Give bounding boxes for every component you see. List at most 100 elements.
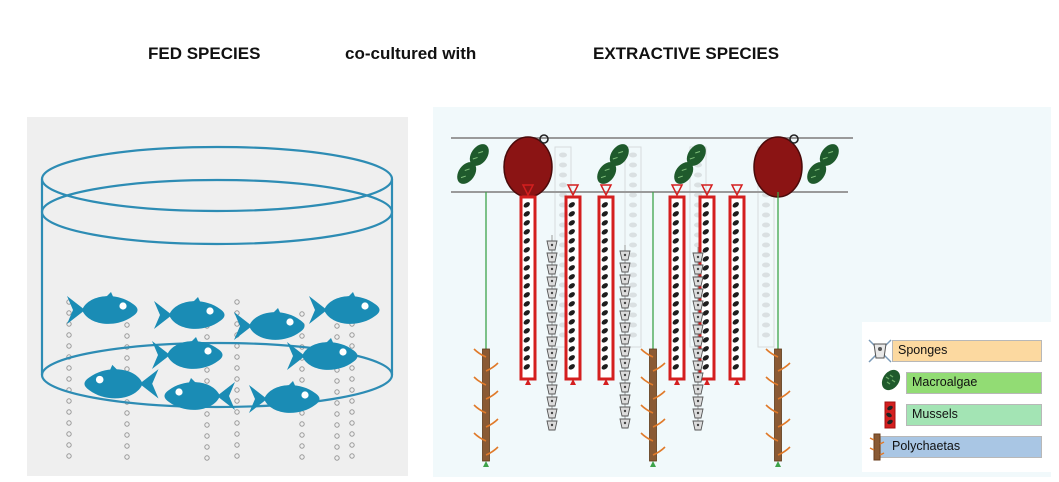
fish-fin	[270, 308, 282, 317]
macroalgae-icon	[674, 144, 706, 184]
dropper-item	[629, 172, 637, 178]
dropper-item	[762, 222, 770, 228]
mussel-shell	[672, 229, 679, 235]
algae-blade	[674, 162, 694, 184]
air-bubble	[124, 322, 130, 328]
air-bubble	[234, 343, 240, 349]
legend-item-mussels: Mussels	[862, 400, 1052, 430]
longline-illustration	[451, 134, 853, 467]
mussel-shell	[523, 310, 530, 316]
dropper-item	[762, 202, 770, 208]
mussel-shell	[523, 283, 530, 289]
air-bubble	[299, 366, 305, 372]
fish-tail	[154, 301, 172, 329]
air-bubble	[66, 310, 72, 316]
mussel-shell	[732, 292, 739, 298]
sock-hanger	[670, 184, 684, 197]
air-bubble	[299, 432, 305, 438]
worm-bristle	[652, 362, 666, 372]
sponge-pore	[550, 375, 554, 379]
dropper-item	[762, 302, 770, 308]
mussel-shell	[672, 238, 679, 244]
mussel-shell	[732, 202, 739, 208]
mussel-shell	[568, 229, 575, 235]
sponge-dropper	[546, 235, 558, 431]
rope-weight	[483, 461, 489, 467]
mussel-shell	[523, 274, 530, 280]
worm-bristle	[640, 376, 654, 386]
mussel-shell	[702, 229, 709, 235]
air-bubble	[349, 365, 355, 371]
sponge-pore	[550, 411, 554, 415]
sponge-pore	[623, 277, 627, 281]
worm-bristle	[485, 362, 499, 372]
polychaeta-rope	[473, 192, 499, 467]
worm-bristle	[485, 390, 499, 400]
worm-tube	[482, 348, 490, 462]
sponge-pore	[623, 301, 627, 305]
sponge-pore	[696, 255, 700, 259]
worm-bristle	[765, 432, 779, 442]
air-bubble	[349, 343, 355, 349]
worm-bristle	[473, 432, 487, 442]
macroalgae-icon	[807, 144, 839, 184]
worm-bristle	[640, 432, 654, 442]
air-bubble	[124, 355, 130, 361]
air-bubble	[334, 400, 340, 406]
fish-eye	[175, 388, 183, 396]
air-bubble	[204, 455, 210, 461]
air-bubble	[124, 410, 130, 416]
sock-hanger	[599, 184, 613, 197]
algae-blade	[457, 162, 477, 184]
macroalgae-icon	[457, 144, 489, 184]
mussel-shell	[568, 319, 575, 325]
legend-label-polychaetas: Polychaetas	[892, 439, 961, 453]
dropper-item	[762, 312, 770, 318]
air-bubble	[334, 323, 340, 329]
air-bubble	[66, 431, 72, 437]
mussel-shell	[702, 265, 709, 271]
rope-weight	[775, 461, 781, 467]
dropper-item	[629, 302, 637, 308]
fish-fin	[103, 292, 115, 301]
air-bubble	[334, 334, 340, 340]
macroalgae-icon	[881, 369, 901, 391]
dropper-item	[629, 292, 637, 298]
air-bubble	[349, 431, 355, 437]
air-bubble	[234, 398, 240, 404]
fish-cage-panel	[27, 117, 408, 476]
fish-icon	[164, 378, 235, 410]
fish-eye	[204, 347, 212, 355]
mussel-shell	[732, 310, 739, 316]
mussel-sock	[728, 184, 746, 385]
sponge-pore	[696, 279, 700, 283]
mussel-shell	[702, 355, 709, 361]
mussel-shell	[732, 211, 739, 217]
worm-bristle	[640, 404, 654, 414]
sponge-pore	[696, 303, 700, 307]
mussel-shell	[702, 292, 709, 298]
worm-bristle	[473, 376, 487, 386]
sponge-pore	[550, 243, 554, 247]
polychaeta-icon	[869, 433, 885, 461]
dropper-item	[629, 212, 637, 218]
air-bubble	[299, 333, 305, 339]
sock-weight	[570, 379, 576, 385]
background-dropper	[624, 146, 642, 348]
mussel-shell	[601, 328, 608, 334]
heading-fed-species: FED SPECIES	[148, 44, 261, 63]
air-bubble	[349, 420, 355, 426]
air-bubble	[299, 421, 305, 427]
dropper-item	[629, 282, 637, 288]
dropper-item	[559, 152, 567, 158]
dropper-item	[629, 262, 637, 268]
sponge-pore	[696, 363, 700, 367]
mussel-shell	[702, 346, 709, 352]
worm-bristle	[652, 418, 666, 428]
macroalgae-icon	[597, 144, 629, 184]
dropper-item	[629, 162, 637, 168]
sponge-pore	[550, 267, 554, 271]
dropper-item	[629, 202, 637, 208]
mussel-shell	[601, 283, 608, 289]
sock-hanger	[730, 184, 744, 197]
